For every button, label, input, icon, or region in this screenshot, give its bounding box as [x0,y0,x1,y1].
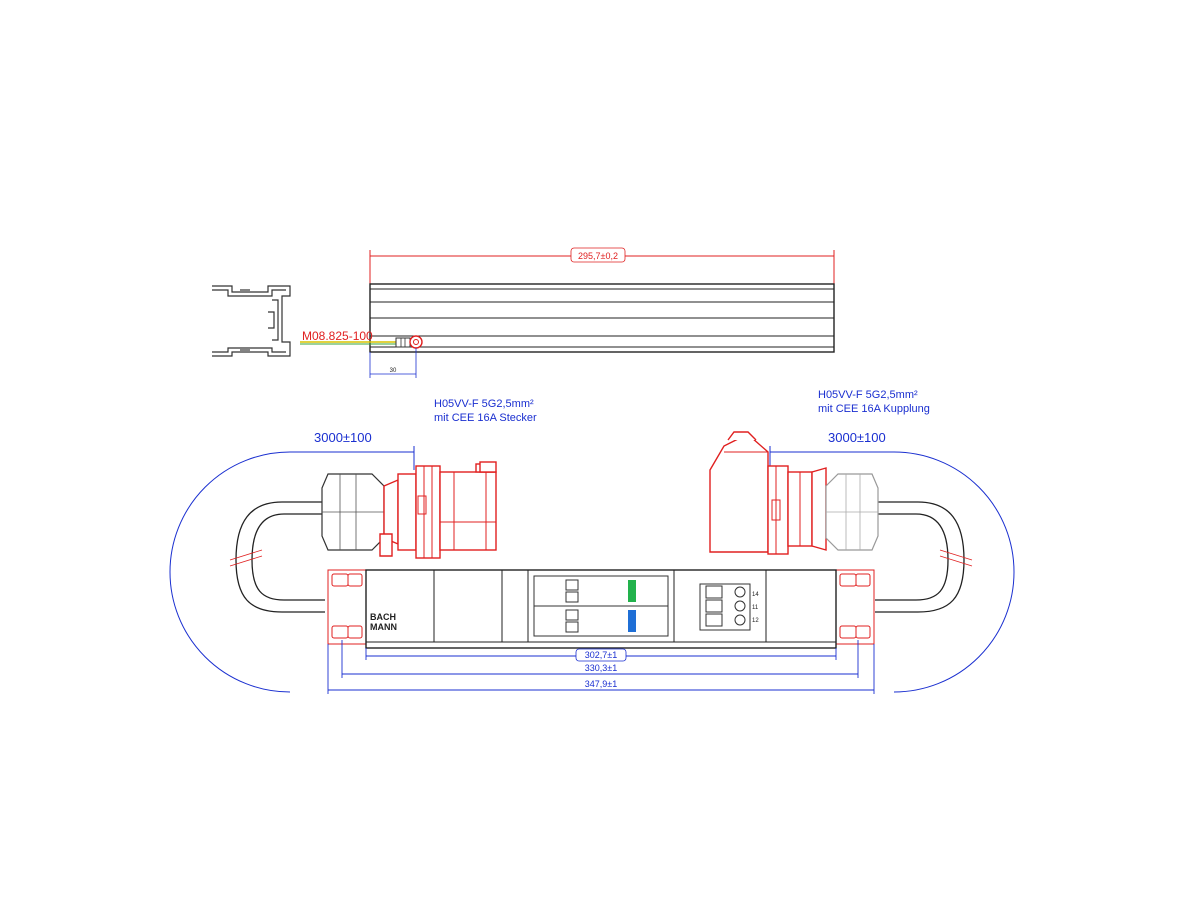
right-cable-length-label: 3000±100 [828,430,886,445]
brand-logo-line2: MANN [370,622,397,632]
inner-length-label: 302,7±1 [585,650,617,660]
green-indicator [628,580,636,602]
module-code-label: M08.825-100 [302,329,373,343]
right-cable [875,501,973,613]
left-cable-connector: mit CEE 16A Stecker [434,412,537,424]
left-cable-spec: H05VV-F 5G2,5mm² [434,398,534,410]
top-view: 295,7±0,2 M08.825-100 30 [300,247,835,378]
terminal-label-14: 14 [752,592,759,598]
terminal-label-12: 12 [752,618,759,624]
terminal-block [699,583,751,631]
left-cable [229,501,325,613]
bottom-dimensions [327,640,875,694]
brand-logo-line1: BACH [370,612,396,622]
terminal-label-11: 11 [752,605,759,611]
left-cable-length-label: 3000±100 [314,430,372,445]
right-cable-length-dimension: 3000±100 [769,430,1015,693]
blue-indicator [628,610,636,632]
profile-cross-section [212,285,291,357]
right-mounting-bracket [835,569,875,645]
length-dimension-label: 295,7±0,2 [578,251,618,261]
right-cable-connector: mit CEE 16A Kupplung [818,403,930,415]
cee-coupler-icon [709,431,879,555]
right-cable-spec: H05VV-F 5G2,5mm² [818,389,918,401]
overall-length-label: 347,9±1 [585,679,617,689]
earth-screw-icon [409,335,423,349]
middle-length-label: 330,3±1 [585,663,617,673]
left-mounting-bracket [327,569,367,645]
circuit-breaker-module [533,575,669,637]
cee-plug-icon [321,461,497,559]
offset-dimension-label: 30 [390,368,397,374]
pdu-unit: BACH MANN 14 11 12 [327,569,875,649]
left-cable-length-dimension: 3000±100 [169,430,415,693]
